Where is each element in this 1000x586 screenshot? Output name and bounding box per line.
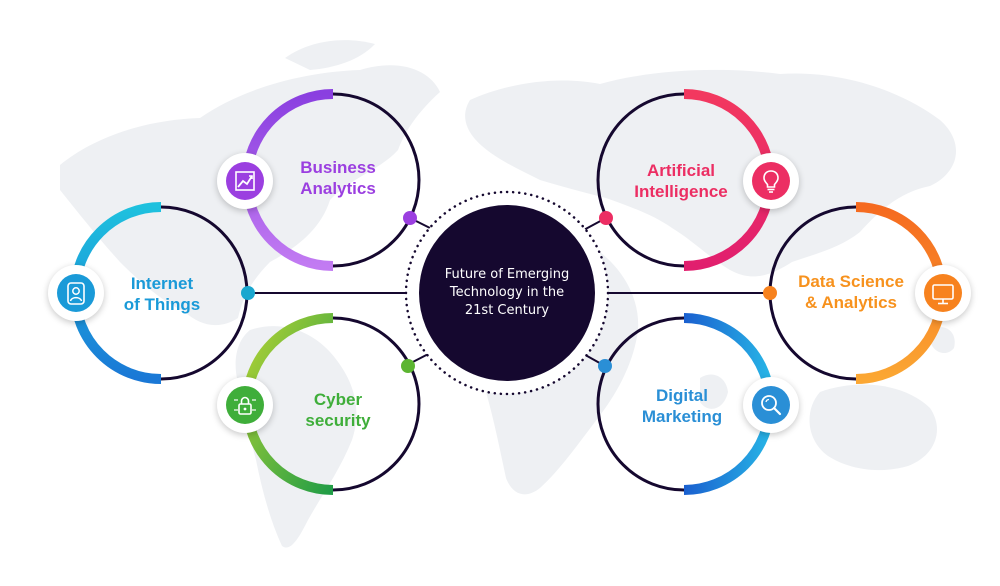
lightbulb-icon [763, 170, 779, 193]
badge-internet-of-things [48, 265, 104, 321]
label-artificial-intelligence: Artificial Intelligence [634, 161, 728, 201]
label-data-science-analytics: Data Science & Analytics [798, 272, 904, 312]
badge-artificial-intelligence [743, 153, 799, 209]
center-hub [404, 190, 610, 396]
label-business-analytics: Business Analytics [300, 158, 376, 198]
label-internet-of-things: Internet of Things [123, 274, 201, 314]
search-icon [761, 395, 782, 416]
badge-business-analytics [217, 153, 273, 209]
badge-digital-marketing [743, 377, 799, 433]
line-chart-icon [235, 171, 255, 191]
badge-data-science-analytics [915, 265, 971, 321]
lock-circuit-icon [234, 396, 256, 415]
user-device-icon [67, 282, 85, 305]
center-title: Future of Emerging Technology in the 21s… [444, 267, 570, 318]
label-digital-marketing: Digital Marketing [641, 386, 723, 426]
label-cyber-security: Cyber security [305, 390, 371, 430]
badge-cyber-security [217, 377, 273, 433]
monitor-icon [932, 284, 954, 305]
